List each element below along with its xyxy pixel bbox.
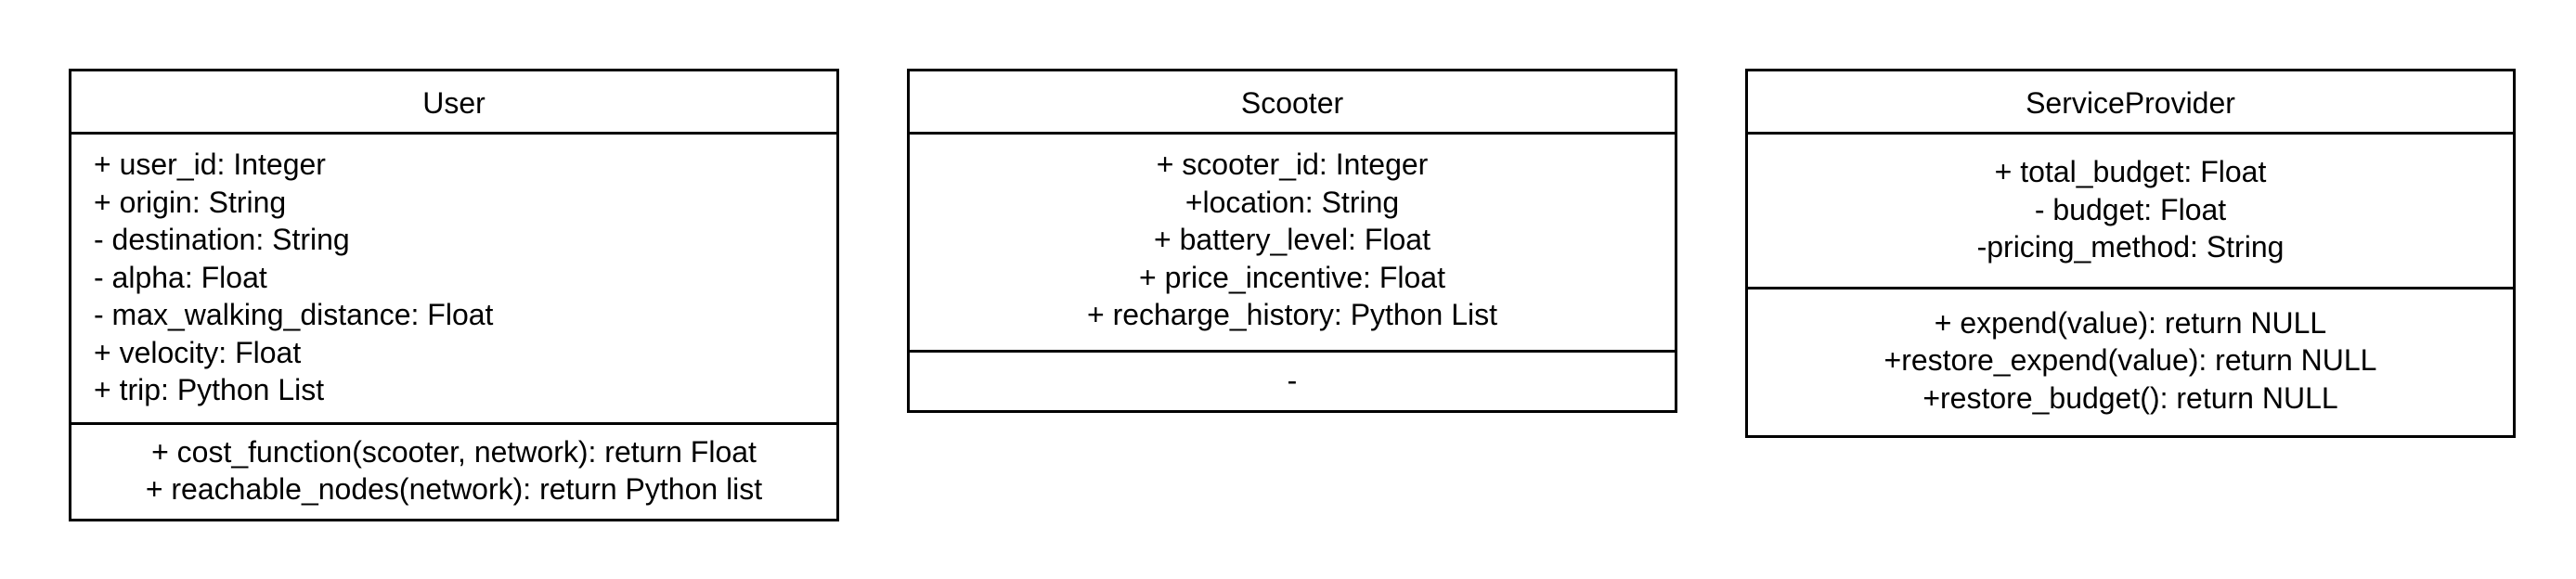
service-provider-method: + expend(value): return NULL [1934,305,2327,340]
scooter-class-box: Scooter + scooter_id: Integer +location:… [907,69,1677,413]
scooter-class-name: Scooter [910,71,1675,135]
user-attribute: - max_walking_distance: Float [94,298,494,331]
service-provider-attributes-compartment: + total_budget: Float - budget: Float -p… [1748,135,2513,290]
user-attribute: + velocity: Float [94,335,302,369]
user-class-box: User + user_id: Integer + origin: String… [69,69,839,521]
scooter-attributes-compartment: + scooter_id: Integer +location: String … [910,135,1675,353]
service-provider-class-box: ServiceProvider + total_budget: Float - … [1745,69,2516,438]
scooter-methods-compartment: - [910,353,1675,411]
scooter-attribute: + scooter_id: Integer [1156,148,1429,181]
service-provider-attribute: + total_budget: Float [1994,155,2267,188]
user-class-name: User [71,71,836,135]
user-method: + cost_function(scooter, network): retur… [151,434,757,469]
service-provider-method: +restore_budget(): return NULL [1922,380,2338,415]
scooter-attribute: +location: String [1184,185,1400,219]
user-attributes-compartment: + user_id: Integer + origin: String - de… [71,135,836,425]
scooter-method: - [1287,363,1298,397]
user-attribute: + user_id: Integer [94,148,326,181]
user-attribute: + trip: Python List [94,373,325,406]
user-attribute: + origin: String [94,185,287,219]
user-methods-compartment: + cost_function(scooter, network): retur… [71,425,836,519]
scooter-attribute: + price_incentive: Float [1139,260,1445,294]
user-attribute: - destination: String [94,223,350,256]
service-provider-method: +restore_expend(value): return NULL [1883,343,2377,377]
scooter-attribute: + recharge_history: Python List [1086,298,1497,331]
service-provider-attribute: - budget: Float [2034,192,2227,226]
user-attribute: - alpha: Float [94,260,267,294]
service-provider-attribute: -pricing_method: String [1976,230,2285,264]
scooter-attribute: + battery_level: Float [1154,223,1430,256]
service-provider-methods-compartment: + expend(value): return NULL +restore_ex… [1748,290,2513,436]
service-provider-class-name: ServiceProvider [1748,71,2513,135]
user-method: + reachable_nodes(network): return Pytho… [145,472,763,506]
